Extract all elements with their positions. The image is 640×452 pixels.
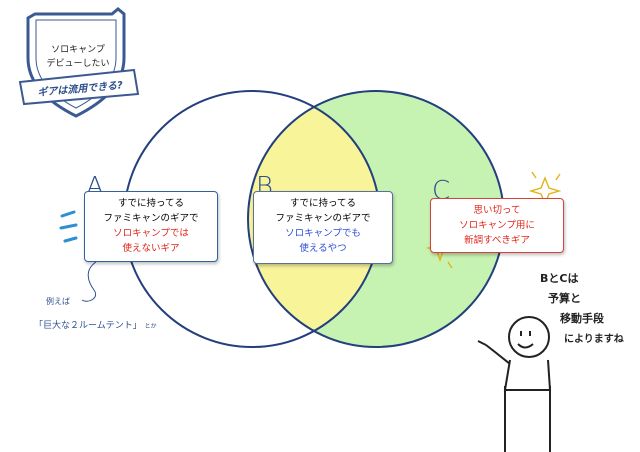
set-a-line-1: すでに持ってる xyxy=(117,198,185,209)
badge-title-line1: ソロキャンプ xyxy=(51,45,105,55)
set-b-line-3: ソロキャンプでも xyxy=(285,228,361,239)
set-a-description: すでに持ってる ファミキャンのギアで ソロキャンプでは 使えないギア xyxy=(84,191,218,262)
stick-figure xyxy=(477,316,552,452)
set-c-line-2: ソロキャンプ用に xyxy=(459,220,535,231)
set-b-line-4: 使えるやつ xyxy=(299,243,347,254)
annotation-a-label: 例えば xyxy=(46,297,70,306)
badge-title-line2: デビューしたい xyxy=(46,59,110,69)
set-a-line-2: ファミキャンのギアで xyxy=(103,213,199,224)
annotation-a-example-text: 「巨大な２ルームテント」 xyxy=(34,321,142,331)
emphasis-marks xyxy=(59,210,78,243)
set-c-line-1: 思い切って xyxy=(473,205,521,216)
annotation-a-example: 「巨大な２ルームテント」 とか xyxy=(34,318,157,331)
set-a-line-4: 使えないギア xyxy=(122,243,180,254)
annotation-a-suffix: とか xyxy=(144,323,157,330)
speech-line-4: によりますね xyxy=(564,334,624,345)
speech-line-2: 予算と xyxy=(548,292,581,305)
set-b-line-1: すでに持ってる xyxy=(289,198,357,209)
speech-line-3: 移動手段 xyxy=(560,312,604,325)
set-a-line-3: ソロキャンプでは xyxy=(113,228,189,239)
set-c-line-3: 新調すべきギア xyxy=(464,235,530,246)
shield-badge xyxy=(18,7,140,118)
speech-line-1: BとCは xyxy=(540,272,579,285)
set-b-line-2: ファミキャンのギアで xyxy=(275,213,371,224)
leader-line xyxy=(81,261,97,302)
set-c-description: 思い切って ソロキャンプ用に 新調すべきギア xyxy=(430,198,564,253)
set-b-description: すでに持ってる ファミキャンのギアで ソロキャンプでも 使えるやつ xyxy=(253,191,393,264)
